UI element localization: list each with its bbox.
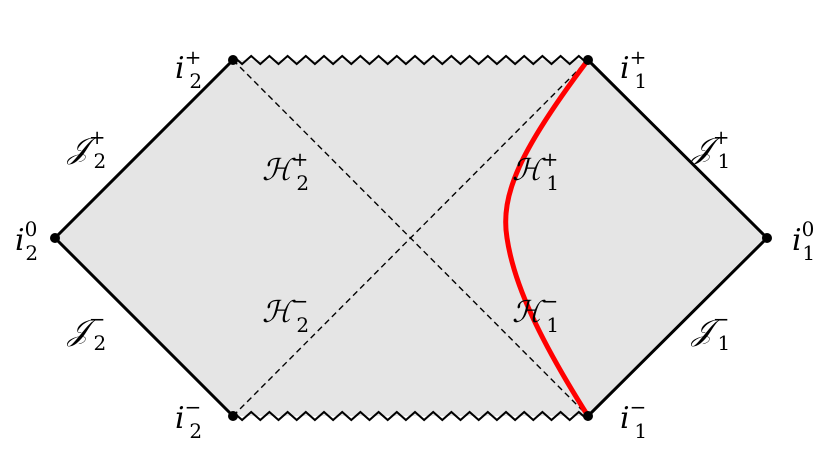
singularity-bottom xyxy=(232,410,589,422)
label-scri-1-minus: 𝒥−1 xyxy=(690,307,730,355)
label-i1-minus: i−1 xyxy=(620,395,647,443)
label-i2-minus: i−2 xyxy=(175,395,202,443)
point-i2-minus xyxy=(228,411,238,421)
singularity-top xyxy=(232,54,589,66)
label-scri-2-plus: 𝒥+2 xyxy=(66,125,106,173)
label-scri-2-minus: 𝒥−2 xyxy=(66,307,106,355)
label-i2-plus: i+2 xyxy=(175,45,202,93)
label-scri-1-plus: 𝒥+1 xyxy=(690,125,730,173)
horizon-line-b xyxy=(232,59,589,417)
label-horizon-1-plus: ℋ+1 xyxy=(512,147,559,195)
point-i1-zero xyxy=(762,233,772,243)
point-i1-minus xyxy=(583,411,593,421)
point-i2-zero xyxy=(50,233,60,243)
label-horizon-1-minus: ℋ−1 xyxy=(512,289,559,337)
point-i1-plus xyxy=(583,55,593,65)
label-i1-plus: i+1 xyxy=(620,45,647,93)
label-horizon-2-plus: ℋ+2 xyxy=(262,147,309,195)
point-i2-plus xyxy=(228,55,238,65)
label-horizon-2-minus: ℋ−2 xyxy=(262,289,309,337)
observer-trajectory xyxy=(503,57,591,419)
